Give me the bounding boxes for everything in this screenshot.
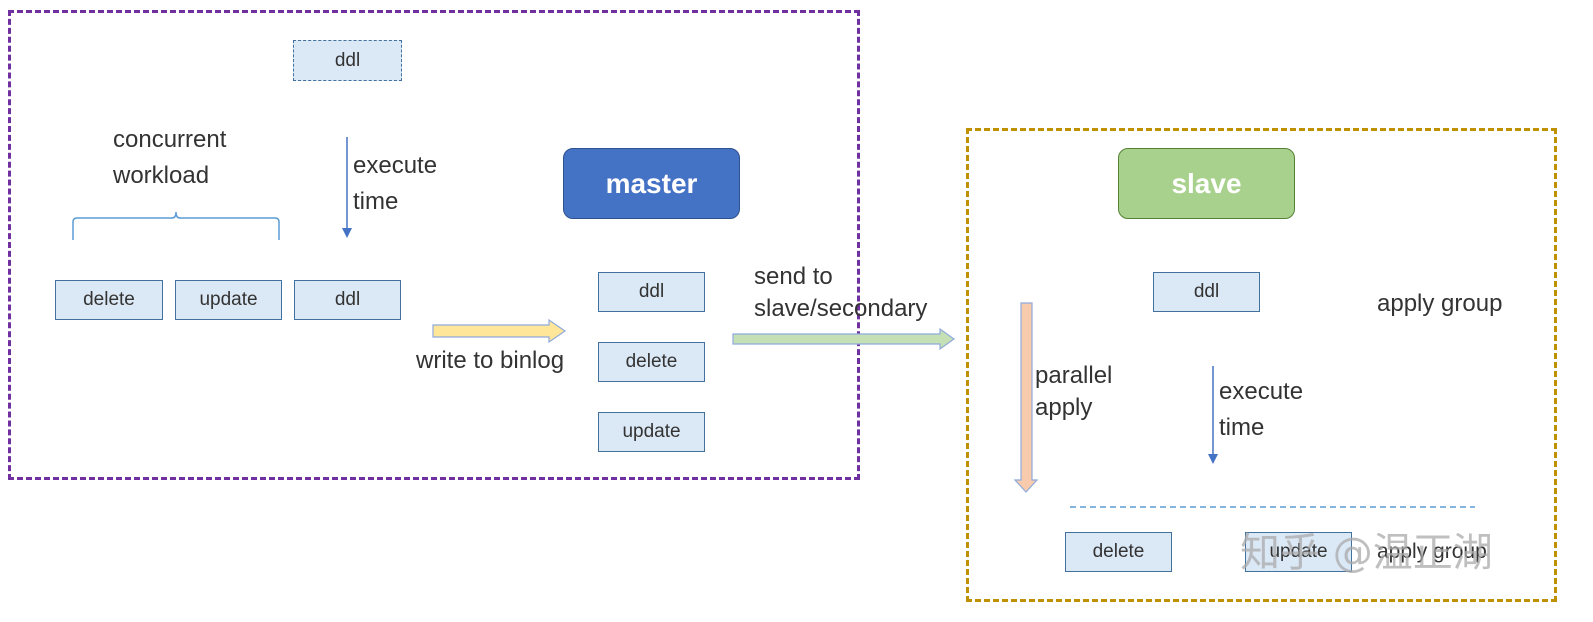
slave-execute-label-line1: execute <box>1219 378 1304 405</box>
slave-group-border <box>966 128 1557 602</box>
master-title: master <box>563 148 740 219</box>
master-execute-label-line2: time <box>353 188 399 215</box>
send-label-line1: send to <box>754 263 833 290</box>
write-binlog-arrow <box>432 318 567 344</box>
parallel-label-line2: apply <box>1035 394 1093 421</box>
master-title-label: master <box>605 167 698 199</box>
watermark: 知乎 @温正湖 <box>1240 530 1493 576</box>
slave-execute-arrowhead <box>1208 454 1218 464</box>
parallel-label-line1: parallel <box>1035 362 1113 389</box>
master-execute-arrowhead <box>342 228 352 238</box>
slave-delete-box: delete <box>1065 532 1172 572</box>
binlog-ddl-box: ddl <box>598 272 705 312</box>
write-binlog-label: write to binlog <box>416 347 565 374</box>
binlog-delete-label: delete <box>625 351 678 372</box>
slave-update-box: update <box>1245 532 1352 572</box>
workload-update-label: update <box>199 289 258 310</box>
workload-ddl-box: ddl <box>294 280 401 320</box>
send-slave-arrow <box>732 327 956 351</box>
send-label-line2: slave/secondary <box>754 295 928 322</box>
parallel-apply-arrow <box>1013 302 1039 493</box>
top-ddl-label: ddl <box>334 49 361 71</box>
slave-ddl-label: ddl <box>1193 281 1220 302</box>
workload-delete-box: delete <box>55 280 163 320</box>
slave-delete-label: delete <box>1092 541 1145 562</box>
slave-ddl-box: ddl <box>1153 272 1260 312</box>
binlog-update-label: update <box>622 421 681 442</box>
master-execute-label-line1: execute <box>353 152 438 179</box>
workload-delete-label: delete <box>83 289 135 310</box>
slave-execute-label-line2: time <box>1219 414 1265 441</box>
workload-update-box: update <box>175 280 282 320</box>
bottom-apply-group-label: apply group <box>1377 540 1487 563</box>
slave-title-label: slave <box>1171 167 1242 199</box>
slave-update-label: update <box>1269 541 1328 562</box>
slave-title: slave <box>1118 148 1295 219</box>
workload-brace <box>72 211 280 240</box>
binlog-ddl-label: ddl <box>638 281 665 302</box>
apply-group-label: apply group <box>1377 290 1503 317</box>
binlog-update-box: update <box>598 412 705 452</box>
workload-ddl-label: ddl <box>334 289 361 310</box>
top-ddl-box: ddl <box>293 40 402 81</box>
binlog-delete-box: delete <box>598 342 705 382</box>
workload-label-line2: workload <box>113 162 210 189</box>
master-group-border <box>8 10 860 480</box>
workload-label-line1: concurrent <box>113 126 227 153</box>
